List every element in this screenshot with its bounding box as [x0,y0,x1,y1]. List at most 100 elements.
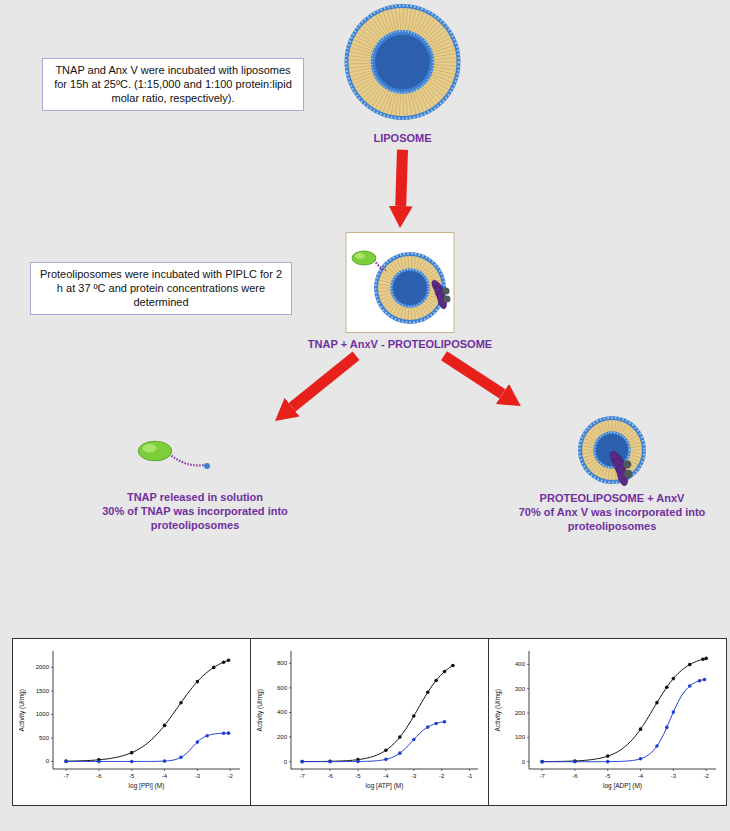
lipid-tail [350,68,371,72]
data-point [222,731,226,735]
y-axis [529,651,530,769]
x-tick-label: -2 [227,773,232,779]
tick-mark [66,769,67,771]
lipid-tail [583,442,594,445]
tick-mark [98,769,99,771]
tail-layer [582,420,642,480]
data-point [451,664,455,668]
data-point [665,726,669,730]
head-dots [346,6,459,119]
x-tick-label: -4 [383,773,388,779]
data-point [573,760,577,764]
fit-curve [66,733,228,761]
data-point [97,760,101,764]
illustration [290,232,510,334]
figure-node: PROTEOLIPOSOME + AnxV70% of Anx V was in… [498,410,726,533]
calcium-sphere [443,288,450,295]
chart-panel: Activity (U/mg)log [PPi] (M)050010001500… [12,638,251,806]
x-tick-label: -7 [299,773,304,779]
data-point [703,678,707,682]
figure-label: LIPOSOME [335,132,470,146]
note-box: Proteoliposomes were incubated with PIPL… [30,262,292,315]
data-point [227,659,231,663]
lipid-tail [433,72,453,79]
note-box: TNAP and Anx V were incubated with lipos… [42,58,304,111]
lipid-tail [403,8,404,30]
tick-mark [197,769,198,771]
lipid-tail [601,422,605,432]
lipid-tail [396,259,401,270]
lipid-tail [426,300,436,307]
lipid-tail [393,305,399,315]
lipid-tail [387,93,393,114]
data-point [205,734,209,738]
lipid-tail [435,62,457,63]
illustration [335,0,470,128]
tick-mark [230,769,231,771]
lipid-tail [630,442,641,445]
data-point [179,701,183,705]
lipid-tail [379,280,390,283]
lipid-tail [411,256,413,268]
lipid-tail [379,13,388,32]
tick-mark [413,769,414,771]
data-point [130,760,134,764]
lipid-tail [582,450,593,451]
data-point [227,731,231,735]
lipid-tail [353,75,373,84]
drawing-g [346,233,454,333]
lipid-tail [404,257,406,269]
x-tick-label: -3 [195,773,200,779]
tick-mark [527,664,529,665]
data-point [426,725,430,729]
y-tick-label: 400 [277,709,287,715]
data-point [163,724,167,728]
data-point [328,760,332,764]
data-point [212,666,216,670]
tick-mark [289,761,291,762]
vesicle-lumen [375,35,430,90]
data-point [606,760,610,764]
tick-mark [640,769,641,771]
lipid-tail [594,465,601,474]
fit-curve [542,658,706,761]
drawing-g [138,441,210,469]
lipid-tail [597,466,602,475]
tick-mark [330,769,331,771]
y-axis-title: Activity (U/mg) [19,689,26,731]
lipid-tail [433,46,453,53]
tick-mark [527,688,529,689]
x-tick-label: -7 [63,773,68,779]
lipid-tail [399,8,400,29]
lipid-head [204,463,210,469]
fit-curve [542,679,704,761]
y-tick-label: 1500 [36,688,49,694]
inner-head-layer [371,30,435,94]
lipid-tail [395,94,398,115]
lipid-tail [395,8,398,29]
lipid-tail [582,452,593,453]
lipid-tail [411,10,416,31]
data-point [665,685,669,689]
tnap-protein [352,251,376,265]
x-tick-label: -4 [162,773,167,779]
y-tick-label: 500 [39,735,49,741]
lipid-tail [390,304,398,313]
lipid-tail [591,463,599,471]
x-axis [291,769,478,770]
x-axis-title: log [PPi] (M) [129,783,165,790]
y-tick-label: 100 [515,734,525,740]
tick-mark [164,769,165,771]
y-axis [291,651,292,769]
lipid-tail [612,469,613,480]
x-tick-label: -3 [411,773,416,779]
calcium-sphere [623,460,631,468]
y-tick-label: 300 [515,686,525,692]
x-tick-label: -1 [467,773,472,779]
lipid-tail [419,306,424,317]
lipid-tail [434,69,455,74]
lipid-tail [391,9,396,30]
lipid-tail [588,432,597,439]
